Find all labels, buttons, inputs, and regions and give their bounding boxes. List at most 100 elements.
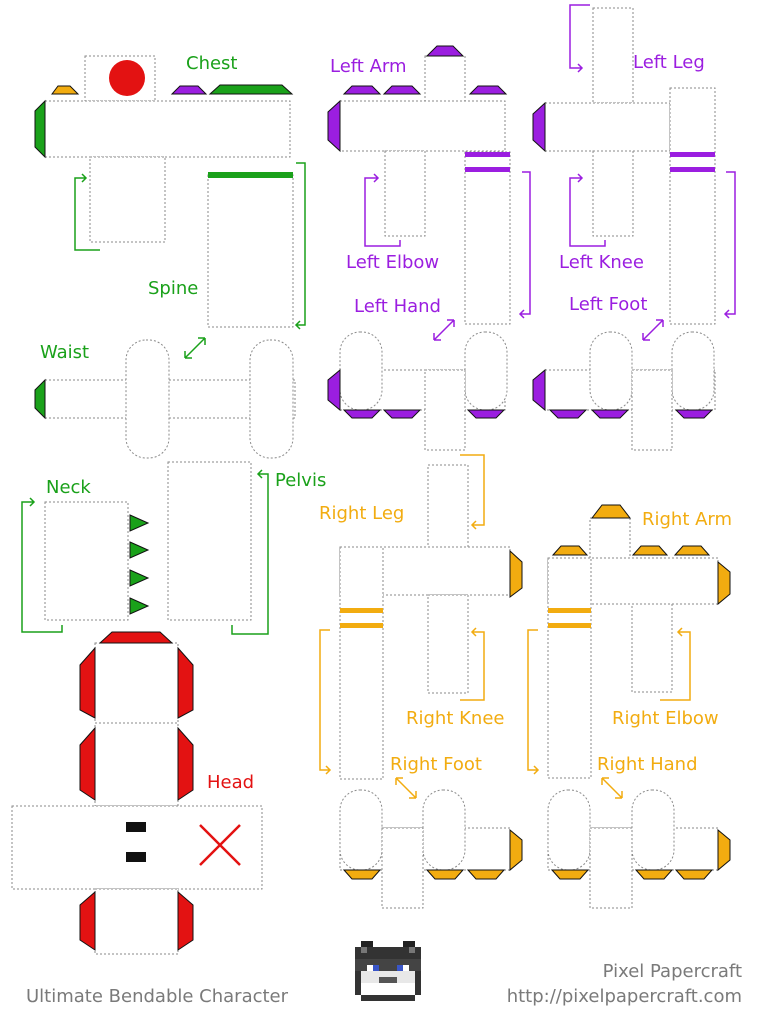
left-foot-tab-b1 bbox=[548, 409, 588, 419]
left-arm-piece bbox=[327, 45, 508, 247]
right-foot-piece bbox=[339, 777, 523, 909]
spine-stripe bbox=[208, 172, 293, 178]
left-arm-tab-top bbox=[425, 45, 465, 57]
left-arm-tab-left bbox=[327, 99, 341, 153]
label-left-hand: Left Hand bbox=[354, 296, 441, 317]
right-foot-tab-right bbox=[509, 828, 523, 872]
head-tab-r1 bbox=[177, 646, 194, 719]
waist-tab-left bbox=[34, 378, 46, 420]
left-arm-tab-1 bbox=[342, 85, 382, 95]
label-chest: Chest bbox=[186, 53, 238, 74]
right-arm-tab-3 bbox=[673, 545, 711, 556]
sheet-title: Ultimate Bendable Character bbox=[26, 986, 289, 1007]
pixel-character-logo bbox=[355, 941, 421, 1001]
left-leg-piece bbox=[532, 4, 671, 247]
pelvis-fold-arrow bbox=[231, 469, 269, 635]
left-leg-fold-arrow bbox=[569, 173, 606, 247]
label-right-hand: Right Hand bbox=[597, 754, 698, 775]
left-arm-tab-2 bbox=[382, 85, 422, 95]
head-eye-top bbox=[126, 822, 146, 832]
right-hand-tab-b2 bbox=[634, 869, 674, 880]
chest-marker-dot bbox=[109, 60, 145, 96]
right-knee-piece bbox=[319, 546, 384, 780]
right-arm-tab-right bbox=[717, 560, 731, 606]
head-tab-l2 bbox=[79, 726, 96, 801]
brand-name: Pixel Papercraft bbox=[602, 961, 742, 982]
head-tab-r2 bbox=[177, 726, 194, 801]
left-foot-tab-b2 bbox=[590, 409, 630, 419]
label-right-arm: Right Arm bbox=[642, 509, 732, 530]
right-leg-fold-arrow bbox=[460, 627, 485, 701]
label-right-knee: Right Knee bbox=[406, 708, 504, 729]
waist-swap-arrow bbox=[184, 337, 206, 359]
head-x-mark bbox=[199, 824, 241, 866]
right-foot-tab-b1 bbox=[342, 869, 382, 880]
left-knee-stripe-1 bbox=[670, 152, 715, 157]
head-tab-l3 bbox=[79, 890, 96, 951]
label-left-arm: Left Arm bbox=[330, 56, 407, 77]
label-right-foot: Right Foot bbox=[390, 754, 482, 775]
head-eye-bottom bbox=[126, 852, 146, 862]
left-knee-stripe-2 bbox=[670, 167, 715, 172]
left-elbow-stripe-2 bbox=[465, 167, 510, 172]
chest-tab-top-c bbox=[208, 84, 294, 95]
right-foot-swap-arrow bbox=[395, 777, 417, 799]
left-foot-swap-arrow bbox=[642, 319, 664, 341]
label-left-foot: Left Foot bbox=[569, 294, 647, 315]
right-arm-tab-2 bbox=[631, 545, 669, 556]
chest-tab-top-a bbox=[51, 85, 80, 95]
neck-tab-1 bbox=[129, 514, 150, 532]
label-right-leg: Right Leg bbox=[319, 503, 404, 524]
right-foot-tab-b2 bbox=[425, 869, 465, 880]
neck-tab-4 bbox=[129, 597, 150, 615]
left-elbow-stripe-1 bbox=[465, 152, 510, 157]
left-hand-piece bbox=[327, 319, 508, 451]
neck-piece bbox=[21, 497, 150, 633]
right-leg-tab-right bbox=[509, 549, 523, 598]
right-hand-swap-arrow bbox=[601, 777, 623, 799]
left-hand-tab-b1 bbox=[342, 409, 382, 419]
left-foot-tab-left bbox=[532, 368, 546, 412]
left-hand-tab-b3 bbox=[466, 409, 506, 419]
right-knee-stripe-1 bbox=[340, 608, 383, 613]
right-arm-tab-1 bbox=[551, 545, 589, 556]
head-tab-l1 bbox=[79, 646, 96, 719]
right-elbow-fold-arrow bbox=[527, 629, 540, 775]
label-left-knee: Left Knee bbox=[559, 252, 644, 273]
neck-fold-arrow bbox=[21, 497, 63, 633]
label-waist: Waist bbox=[40, 342, 89, 363]
pelvis-piece bbox=[167, 461, 269, 635]
left-elbow-piece bbox=[464, 151, 531, 325]
spine-piece bbox=[207, 162, 306, 330]
right-hand-tab-b3 bbox=[674, 869, 714, 880]
label-head: Head bbox=[207, 772, 254, 793]
head-piece bbox=[11, 631, 263, 955]
left-leg-tab-left bbox=[532, 101, 546, 153]
neck-tab-3 bbox=[129, 569, 150, 587]
left-elbow-fold-arrow bbox=[518, 171, 531, 319]
label-neck: Neck bbox=[46, 477, 91, 498]
left-knee-piece bbox=[669, 87, 736, 325]
chest-fold-arrow bbox=[74, 173, 100, 251]
label-left-elbow: Left Elbow bbox=[346, 252, 439, 273]
right-leg-fold-arrow-top bbox=[460, 454, 485, 530]
chest-tab-left bbox=[34, 99, 46, 159]
left-foot-piece bbox=[532, 319, 716, 451]
right-hand-tab-right bbox=[717, 828, 731, 872]
brand-url[interactable]: http://pixelpapercraft.com bbox=[506, 986, 742, 1007]
left-arm-fold-arrow bbox=[364, 173, 401, 247]
label-right-elbow: Right Elbow bbox=[612, 708, 719, 729]
right-hand-piece bbox=[547, 777, 731, 909]
right-elbow-stripe-2 bbox=[548, 623, 591, 628]
left-knee-fold-arrow bbox=[723, 171, 736, 319]
label-spine: Spine bbox=[148, 278, 198, 299]
spine-fold-arrow bbox=[294, 162, 306, 330]
head-tab-top bbox=[98, 631, 174, 644]
right-knee-stripe-2 bbox=[340, 623, 383, 628]
chest-piece bbox=[34, 55, 294, 251]
left-arm-tab-3 bbox=[468, 85, 508, 95]
head-tab-r3 bbox=[177, 890, 194, 951]
right-elbow-piece bbox=[527, 557, 592, 779]
label-pelvis: Pelvis bbox=[275, 470, 326, 491]
right-knee-fold-arrow bbox=[319, 629, 332, 775]
